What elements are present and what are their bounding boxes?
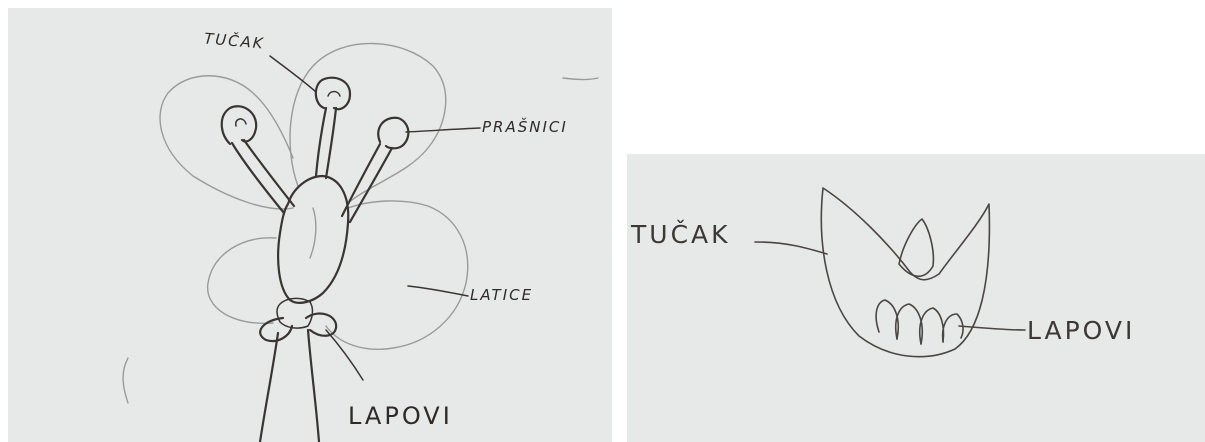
sepals-leader-line <box>958 325 1026 331</box>
sepals-label: LAPOVI <box>1027 316 1136 345</box>
pistil-label: TUČAK <box>631 220 731 249</box>
petals-label: LATICE <box>470 286 534 304</box>
stem <box>306 328 321 442</box>
faint-mark <box>122 357 129 404</box>
style <box>314 106 328 178</box>
sepal-4 <box>941 313 964 343</box>
ovary-detail <box>309 207 317 259</box>
style <box>324 106 338 180</box>
faint-mark <box>562 77 599 81</box>
sepals-leader-line <box>325 329 364 381</box>
left-anther-inner <box>235 118 247 127</box>
sepal-2 <box>894 303 924 345</box>
right-anther <box>377 116 410 150</box>
right-filament <box>348 146 394 224</box>
stamens-leader-line <box>405 127 481 133</box>
right-filament <box>340 142 382 218</box>
right-petal <box>325 200 469 350</box>
receptacle <box>276 297 314 329</box>
stigma <box>314 76 352 111</box>
pistil-leader-line <box>754 241 828 255</box>
ovary <box>277 174 350 304</box>
left-anther <box>220 105 258 146</box>
left-sepal <box>259 316 294 343</box>
flower-diagram-panel: TUČAK PRAŠNICI LATICE LAPOVI <box>8 8 612 442</box>
top-petal <box>289 42 447 204</box>
lower-left-petal <box>207 237 277 324</box>
simplified-flower-panel: TUČAK LAPOVI <box>627 154 1205 442</box>
pistil-leader-line <box>269 55 317 93</box>
stamens-label: PRAŠNICI <box>482 118 568 136</box>
center-bud <box>898 218 935 278</box>
left-filament <box>230 141 286 215</box>
stem <box>258 331 280 442</box>
left-filament <box>242 138 296 208</box>
flower-drawing <box>122 42 599 442</box>
petals-leader-line <box>407 285 469 297</box>
right-sepal <box>304 312 338 337</box>
sepals-label: LAPOVI <box>348 402 453 430</box>
simplified-flower-drawing <box>754 187 1026 358</box>
sepal-1 <box>875 299 900 340</box>
left-petal <box>159 75 294 210</box>
stigma-inner <box>327 90 341 97</box>
sepal-3 <box>918 307 945 345</box>
outer-petals <box>820 187 991 358</box>
